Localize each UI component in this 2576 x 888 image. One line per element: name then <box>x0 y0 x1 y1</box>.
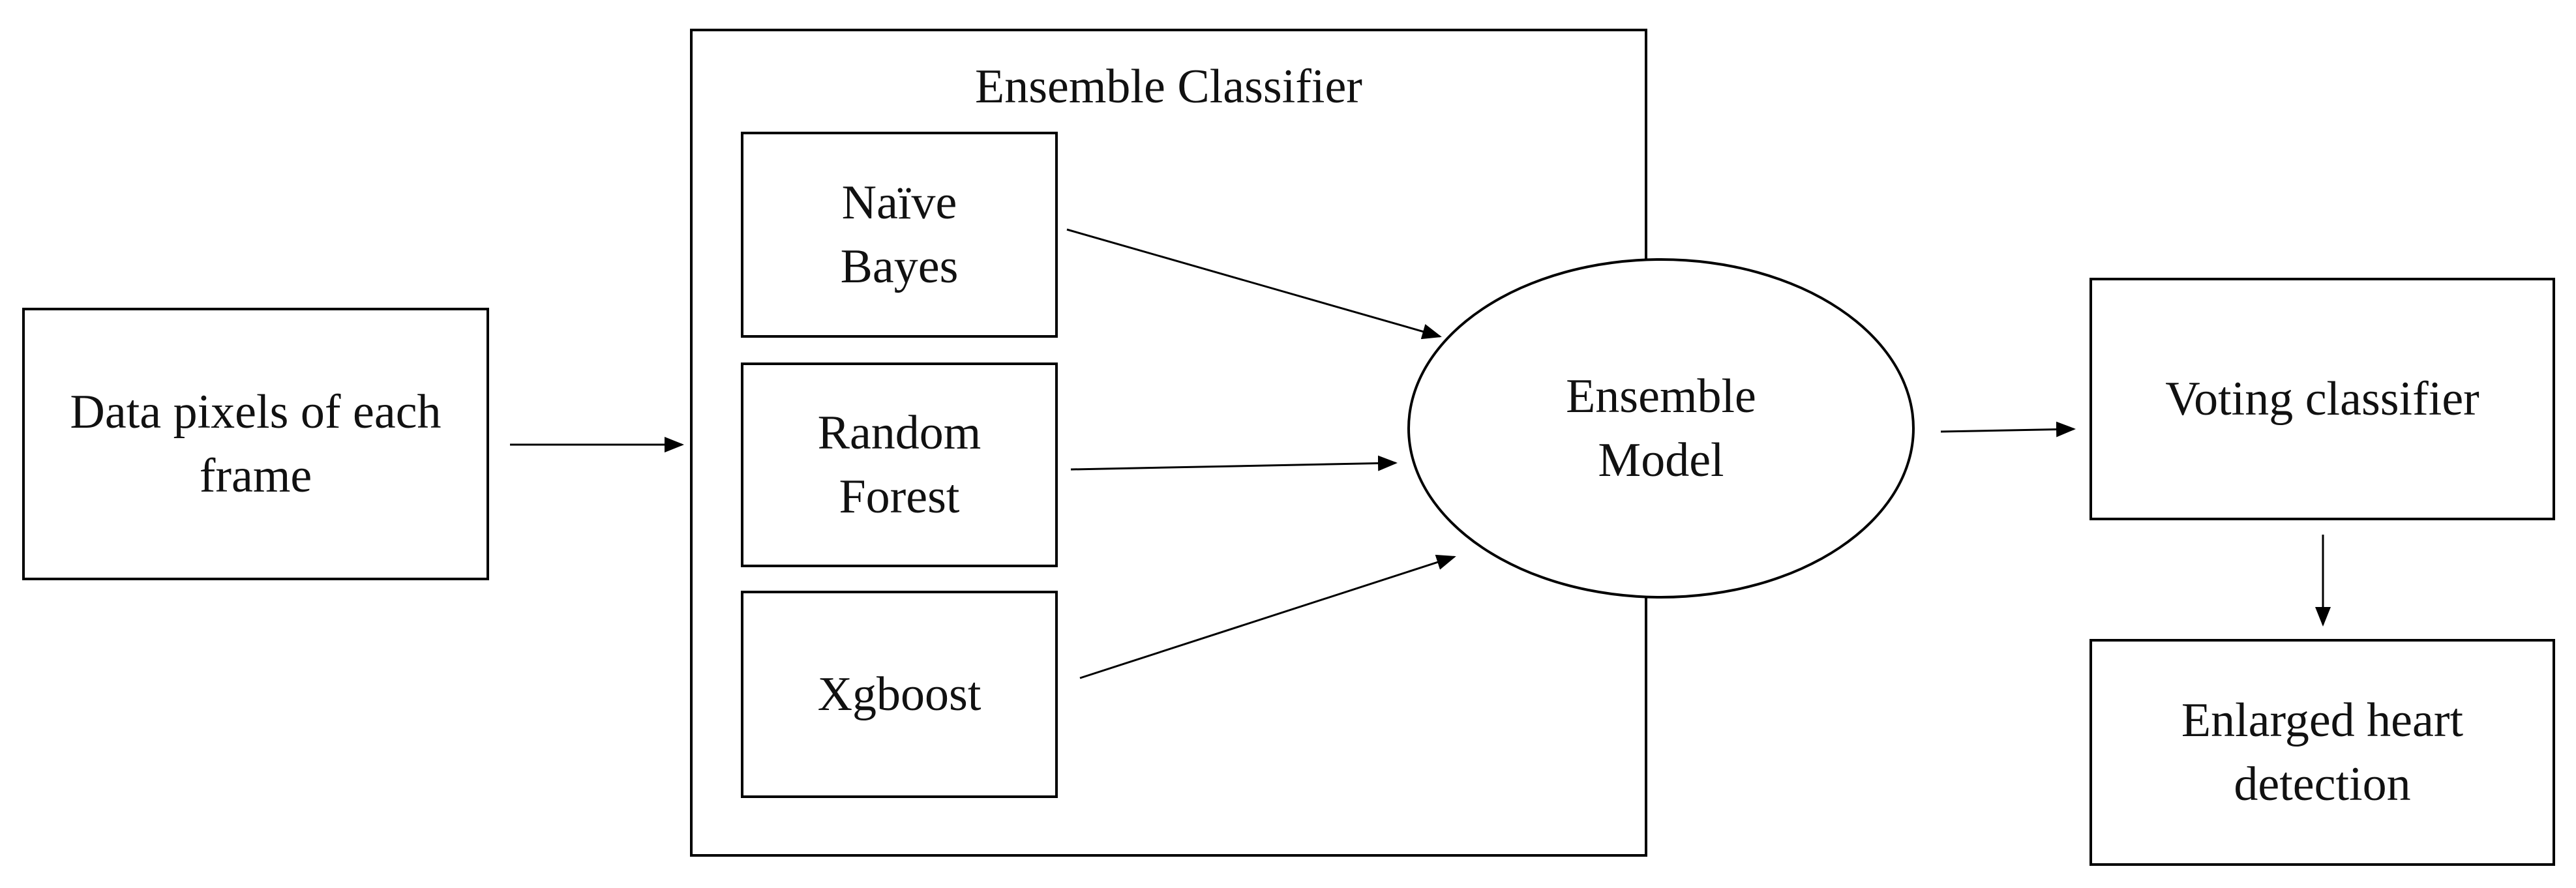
voting-classifier-box: Voting classifier <box>2089 278 2555 520</box>
ensemble-model-line2: Model <box>1598 434 1724 487</box>
input-data-pixels-box: Data pixels of each frame <box>22 308 489 580</box>
model-box-naive-bayes: Naïve Bayes <box>741 132 1058 338</box>
ensemble-model-line1: Ensemble <box>1566 370 1756 423</box>
arrow-naive-bayes-to-model <box>1066 228 1442 340</box>
output-box-line1: Enlarged heart <box>2181 694 2464 747</box>
ensemble-classifier-title: Ensemble Classifier <box>975 60 1362 113</box>
naive-bayes-line2: Bayes <box>840 240 959 293</box>
voting-classifier-label: Voting classifier <box>2165 372 2479 426</box>
random-forest-line2: Forest <box>839 470 960 524</box>
random-forest-line1: Random <box>817 406 981 460</box>
input-box-line1: Data pixels of each <box>70 385 442 439</box>
arrow-random-forest-to-model <box>1070 455 1398 471</box>
xgboost-label: Xgboost <box>817 668 981 721</box>
output-box-line2: detection <box>2234 758 2411 811</box>
naive-bayes-line1: Naïve <box>841 176 957 229</box>
arrow-model-to-voting <box>1940 421 2076 437</box>
model-box-random-forest: Random Forest <box>741 363 1058 567</box>
input-box-line2: frame <box>199 449 312 503</box>
arrow-xgboost-to-model <box>1079 554 1456 679</box>
model-box-xgboost: Xgboost <box>741 591 1058 798</box>
enlarged-heart-detection-box: Enlarged heart detection <box>2089 639 2555 866</box>
ensemble-model-ellipse: Ensemble Model <box>1407 258 1915 599</box>
